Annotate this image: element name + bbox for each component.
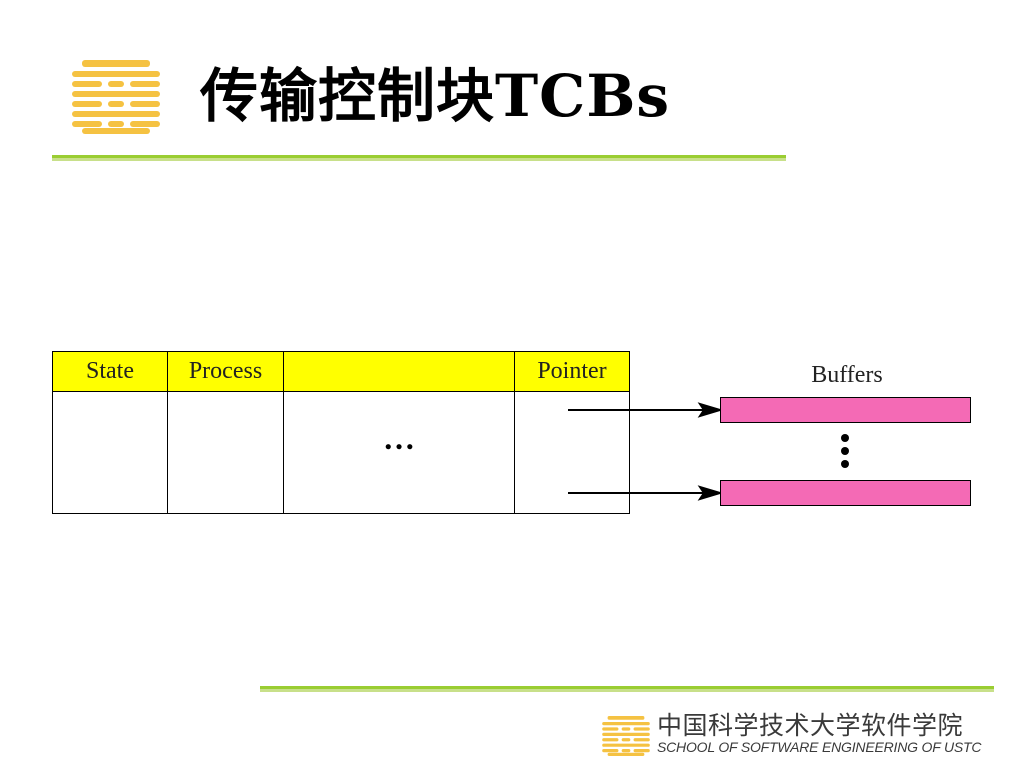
- column-header-pointer: Pointer: [537, 358, 607, 384]
- tcb-table: State Process Pointer …: [52, 351, 630, 514]
- column-divider: [167, 352, 168, 513]
- column-divider: [514, 352, 515, 513]
- footer-school-name-cn: 中国科学技术大学软件学院: [657, 711, 964, 740]
- arrowhead-icon: [697, 402, 724, 418]
- buffer-1: [720, 397, 971, 423]
- tcb-header-row: [53, 352, 629, 392]
- footer-divider: [260, 686, 994, 689]
- slide-title: 传输控制块TCBs: [200, 62, 670, 130]
- footer-school-name-en: SCHOOL OF SOFTWARE ENGINEERING OF USTC: [657, 739, 982, 755]
- ustc-stripes-logo-small: [602, 716, 650, 756]
- column-header-state: State: [86, 358, 134, 384]
- buffer-2: [720, 480, 971, 506]
- column-divider: [283, 352, 284, 513]
- buffers-label: Buffers: [811, 362, 883, 388]
- ustc-stripes-logo: [72, 60, 160, 134]
- column-header-blank: [284, 352, 514, 391]
- column-header-process: Process: [188, 358, 263, 384]
- vertical-ellipsis-icon: [839, 434, 851, 473]
- arrowhead-icon: [697, 485, 724, 501]
- more-columns-ellipsis: …: [383, 420, 417, 456]
- title-divider: [52, 155, 786, 158]
